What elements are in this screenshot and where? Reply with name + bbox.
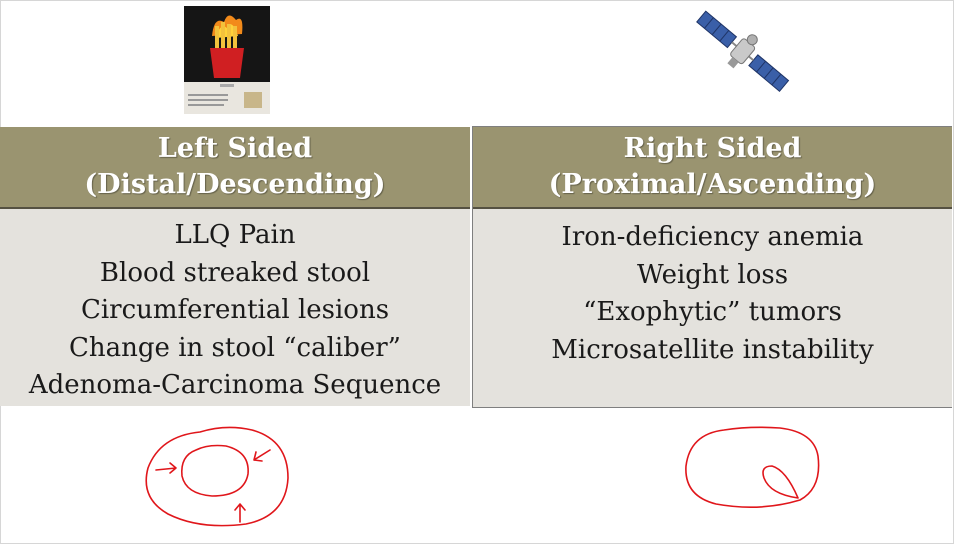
satellite-image: [690, 2, 794, 102]
circumferential-lesion-outer-sketch: [145, 426, 289, 527]
list-item: Microsatellite instability: [551, 334, 874, 365]
right-sided-header: Right Sided (Proximal/Ascending): [473, 127, 952, 209]
right-sided-list: Iron-deficiency anemia Weight loss “Exop…: [473, 209, 952, 407]
circumferential-lesion-inner-sketch: [180, 444, 249, 497]
right-sided-panel: Right Sided (Proximal/Ascending) Iron-de…: [472, 126, 952, 408]
arrow-left-sketch: [155, 462, 177, 474]
arrow-right-sketch: [253, 449, 271, 462]
list-item: Adenoma-Carcinoma Sequence: [28, 370, 442, 400]
exophytic-tumor-outer-sketch: [685, 426, 820, 508]
exophytic-tumor-mass-sketch: [762, 465, 799, 499]
french-fries-poster-image: [184, 6, 270, 114]
list-item: LLQ Pain: [174, 220, 296, 250]
list-item: Circumferential lesions: [80, 295, 390, 325]
arrow-bottom-sketch: [234, 503, 246, 523]
left-header-line2: (Distal/Descending): [84, 169, 386, 200]
left-sided-list: LLQ Pain Blood streaked stool Circumfere…: [0, 209, 470, 406]
annotation-drawing: [145, 426, 820, 527]
list-item: Blood streaked stool: [99, 257, 371, 288]
left-sided-header: Left Sided (Distal/Descending): [0, 127, 470, 209]
list-item: Weight loss: [636, 259, 789, 290]
list-item: Iron-deficiency anemia: [561, 222, 864, 252]
right-header-line1: Right Sided: [623, 133, 802, 164]
left-sided-panel: Left Sided (Distal/Descending) LLQ Pain …: [0, 127, 470, 406]
left-header-line1: Left Sided: [157, 133, 313, 164]
list-item: “Exophytic” tumors: [583, 297, 842, 327]
list-item: Change in stool “caliber”: [69, 332, 401, 363]
right-header-line2: (Proximal/Ascending): [548, 169, 877, 200]
